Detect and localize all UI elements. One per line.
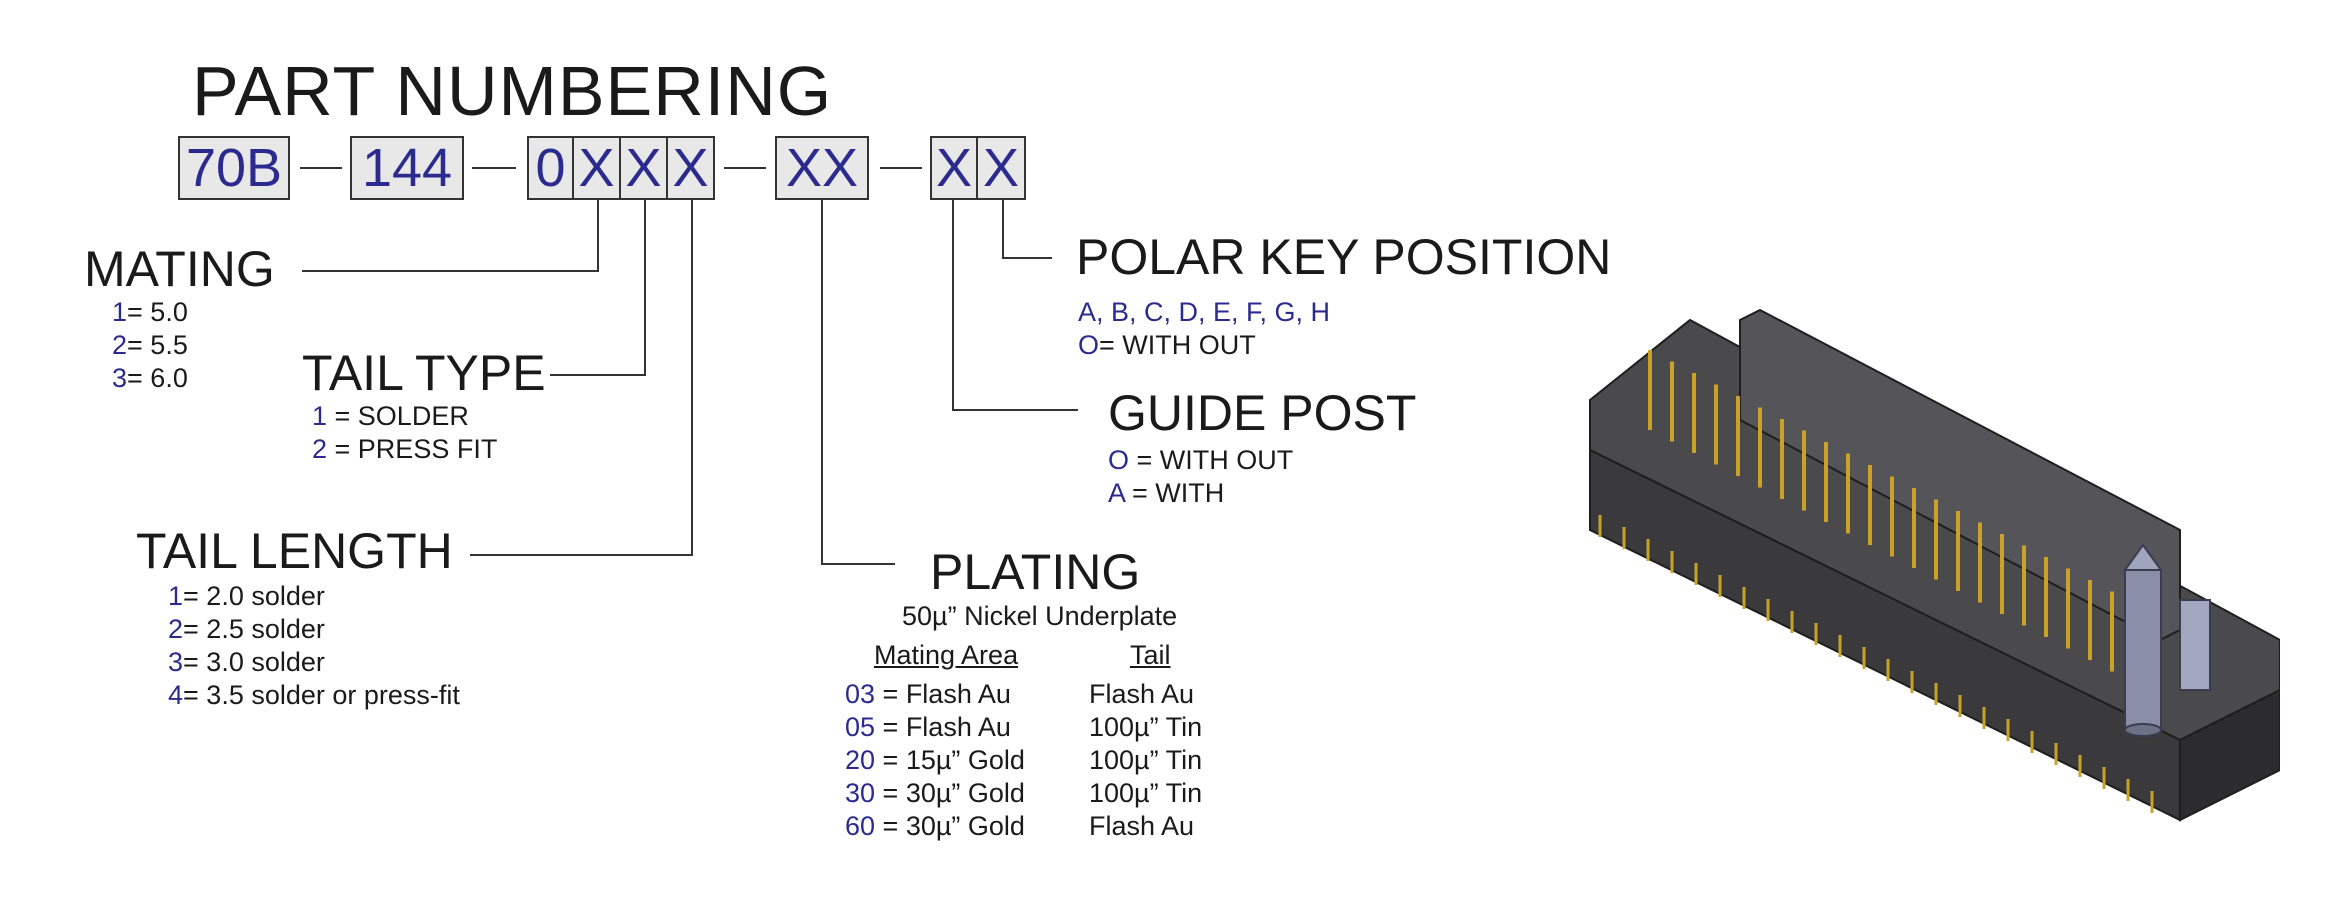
mating-options: 1= 5.0 2= 5.5 3= 6.0 xyxy=(112,296,188,395)
tail-length-options: 1= 2.0 solder 2= 2.5 solder 3= 3.0 solde… xyxy=(168,580,460,712)
part-box-group-a-4: X xyxy=(668,136,715,200)
part-box-plating: XX xyxy=(775,136,869,200)
list-item: 3= 6.0 xyxy=(112,363,188,393)
part-box-group-a-3: X xyxy=(621,136,668,200)
polar-key-options: A, B, C, D, E, F, G, H O= WITH OUT xyxy=(1078,296,1330,362)
guide-post-heading: GUIDE POST xyxy=(1108,385,1417,441)
plating-table: 03 = Flash Au Flash Au 05 = Flash Au 100… xyxy=(845,678,1265,843)
list-item: 3= 3.0 solder xyxy=(168,647,325,677)
guide-post-base xyxy=(2124,723,2162,737)
table-row: 30 = 30µ” Gold 100µ” Tin xyxy=(845,778,1203,808)
guide-post-tip xyxy=(2123,543,2163,571)
plating-heading: PLATING xyxy=(930,544,1141,600)
part-box-group-b-1: X xyxy=(930,136,978,200)
list-item: 1= 2.0 solder xyxy=(168,581,325,611)
plating-col-mating: Mating Area xyxy=(874,640,1019,670)
list-item: 1= 5.0 xyxy=(112,297,188,327)
part-box-group-a-2: X xyxy=(574,136,621,200)
page-title: PART NUMBERING xyxy=(192,52,833,130)
part-box-group-a-1: 0 xyxy=(527,136,574,200)
plating-subtitle: 50µ” Nickel Underplate xyxy=(902,601,1178,631)
table-row: 03 = Flash Au Flash Au xyxy=(845,679,1195,709)
guide-post-shaft xyxy=(2124,569,2162,731)
polar-key-letters: A, B, C, D, E, F, G, H xyxy=(1078,297,1331,327)
connector-illustration xyxy=(1589,308,2280,822)
tail-type-heading: TAIL TYPE xyxy=(302,345,546,401)
list-item: O= WITH OUT xyxy=(1078,330,1256,360)
mating-heading: MATING xyxy=(84,241,275,297)
table-row: 20 = 15µ” Gold 100µ” Tin xyxy=(845,745,1203,775)
table-row: 05 = Flash Au 100µ” Tin xyxy=(845,712,1203,742)
part-box-prefix: 70B xyxy=(178,136,290,200)
part-box-group-b-2: X xyxy=(978,136,1026,200)
plating-col-tail: Tail xyxy=(1130,640,1171,670)
list-item: 4= 3.5 solder or press-fit xyxy=(168,680,460,710)
tail-length-heading: TAIL LENGTH xyxy=(136,523,453,579)
connector-body-end xyxy=(2179,688,2280,822)
list-item: A = WITH xyxy=(1108,478,1225,508)
part-box-series: 144 xyxy=(350,136,464,200)
table-row: 60 = 30µ” Gold Flash Au xyxy=(845,811,1195,841)
guide-post-options: O = WITH OUT A = WITH xyxy=(1108,444,1293,510)
polar-key-block xyxy=(2179,599,2211,691)
list-item: 1 = SOLDER xyxy=(312,401,469,431)
list-item: 2= 5.5 xyxy=(112,330,188,360)
tail-type-options: 1 = SOLDER 2 = PRESS FIT xyxy=(312,400,497,466)
list-item: 2 = PRESS FIT xyxy=(312,434,498,464)
list-item: 2= 2.5 solder xyxy=(168,614,325,644)
list-item: O = WITH OUT xyxy=(1108,445,1294,475)
polar-key-heading: POLAR KEY POSITION xyxy=(1076,229,1612,285)
